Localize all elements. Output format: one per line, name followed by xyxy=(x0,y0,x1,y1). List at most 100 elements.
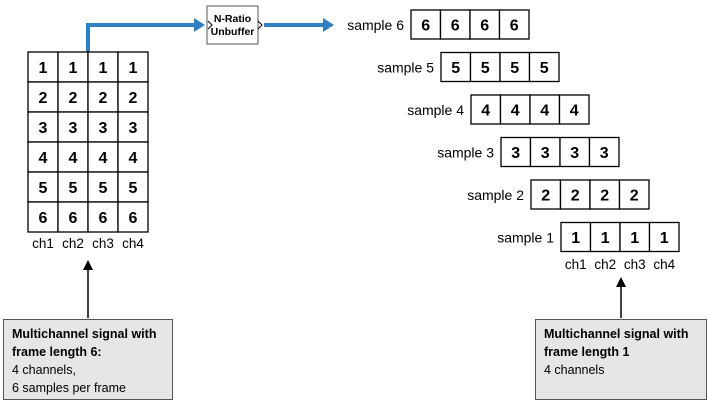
sample-label: sample 5 xyxy=(377,60,434,76)
input-channel-label: ch3 xyxy=(92,236,114,251)
sample-cell-value: 2 xyxy=(600,188,609,205)
sample-cell-value: 3 xyxy=(541,145,550,162)
sample-cell-value: 1 xyxy=(660,230,669,247)
input-cell-value: 1 xyxy=(69,60,78,77)
sample-cell-value: 1 xyxy=(601,230,610,247)
input-channel-label: ch1 xyxy=(32,236,54,251)
sample-cell-value: 6 xyxy=(510,18,519,35)
input-cell xyxy=(57,201,89,233)
input-channel-label: ch2 xyxy=(62,236,84,251)
sample-cell xyxy=(619,221,651,253)
input-cell-value: 5 xyxy=(39,180,48,197)
input-cell xyxy=(57,81,89,113)
sample-cell-value: 6 xyxy=(451,18,460,35)
unbuffer-block[interactable]: N-Ratio Unbuffer xyxy=(206,5,263,45)
input-cell xyxy=(87,201,119,233)
sample-cell-value: 3 xyxy=(511,145,520,162)
sample-cell xyxy=(469,9,501,40)
input-cell xyxy=(27,111,59,143)
sample-cell-value: 6 xyxy=(480,18,489,35)
sample-cell-value: 5 xyxy=(481,60,490,77)
note-input-frame: Multichannel signal with frame length 6:… xyxy=(3,319,173,400)
sample-cell-value: 5 xyxy=(540,60,549,77)
sample-cell-value: 4 xyxy=(540,103,549,120)
input-cell-value: 2 xyxy=(99,90,108,107)
input-cell-value: 3 xyxy=(39,120,48,137)
sample-cell-value: 4 xyxy=(511,103,520,120)
output-samples: sample 6 6 6 6 6 sample 5 5 5 5 5 sample 4 4 4 4 4 samp… xyxy=(347,9,680,253)
note-output-frame: Multichannel signal with frame length 1 … xyxy=(535,319,707,400)
sample-cell-value: 6 xyxy=(421,18,430,35)
sample-cell xyxy=(530,179,562,210)
sample-cell-value: 1 xyxy=(630,230,639,247)
input-cell-value: 3 xyxy=(69,120,78,137)
output-channel-label: ch1 xyxy=(565,257,587,272)
input-cell-value: 5 xyxy=(129,180,138,197)
sample-cell xyxy=(469,51,501,83)
input-cell-value: 4 xyxy=(129,150,138,167)
input-cell xyxy=(117,141,149,173)
sample-cell xyxy=(589,221,621,253)
block-label-line2: Unbuffer xyxy=(211,26,255,38)
sample-cell xyxy=(500,136,532,168)
sample-label: sample 3 xyxy=(437,145,494,161)
input-cell-value: 6 xyxy=(39,210,48,227)
sample-label: sample 6 xyxy=(347,17,404,33)
sample-cell xyxy=(558,94,590,125)
input-cell-value: 6 xyxy=(129,210,138,227)
input-arrowhead xyxy=(194,18,205,32)
sample-cell-value: 2 xyxy=(571,188,580,205)
note-input-title: Multichannel signal with frame length 6: xyxy=(12,327,157,359)
input-cell xyxy=(27,51,59,83)
input-cell-value: 5 xyxy=(99,180,108,197)
sample-cell xyxy=(648,221,680,253)
sample-cell xyxy=(618,179,650,210)
sample-label: sample 1 xyxy=(497,230,554,246)
sample-cell-value: 3 xyxy=(600,145,609,162)
input-cell-value: 1 xyxy=(39,60,48,77)
input-cell-value: 2 xyxy=(39,90,48,107)
input-signal-line xyxy=(86,23,194,52)
note-input-line-1: 4 channels, xyxy=(12,363,76,377)
input-cell xyxy=(117,201,149,233)
input-cell-value: 6 xyxy=(69,210,78,227)
input-cell xyxy=(87,51,119,83)
input-cell-value: 1 xyxy=(99,60,108,77)
sample-cell-value: 3 xyxy=(570,145,579,162)
unbuffer-block-box xyxy=(206,5,259,45)
sample-cell xyxy=(560,221,592,253)
sample-cell xyxy=(499,94,531,125)
input-cell xyxy=(57,171,89,203)
input-cell-value: 1 xyxy=(129,60,138,77)
sample-cell-value: 2 xyxy=(541,188,550,205)
sample-cell-value: 5 xyxy=(510,60,519,77)
input-cell-value: 2 xyxy=(129,90,138,107)
sample-cell-value: 5 xyxy=(451,60,460,77)
input-cell xyxy=(87,171,119,203)
sample-cell xyxy=(588,136,620,168)
block-output-port-icon xyxy=(257,20,263,30)
input-cell-value: 5 xyxy=(69,180,78,197)
input-cell-value: 4 xyxy=(39,150,48,167)
sample-label: sample 4 xyxy=(407,102,464,118)
input-cell-value: 4 xyxy=(99,150,108,167)
sample-cell xyxy=(529,136,561,168)
sample-cell xyxy=(470,94,502,125)
output-channel-label: ch2 xyxy=(594,257,616,272)
sample-cell xyxy=(559,136,591,168)
input-cell-value: 3 xyxy=(99,120,108,137)
sample-cell xyxy=(528,51,560,83)
note-output-line-1: 4 channels xyxy=(544,363,605,377)
input-cell-value: 3 xyxy=(129,120,138,137)
input-cell-value: 4 xyxy=(69,150,78,167)
sample-label: sample 2 xyxy=(467,187,524,203)
input-cell xyxy=(117,51,149,83)
sample-cell-value: 4 xyxy=(570,103,579,120)
sample-cell-value: 2 xyxy=(630,188,639,205)
sample-cell-value: 4 xyxy=(481,103,490,120)
output-arrowhead xyxy=(323,18,334,32)
